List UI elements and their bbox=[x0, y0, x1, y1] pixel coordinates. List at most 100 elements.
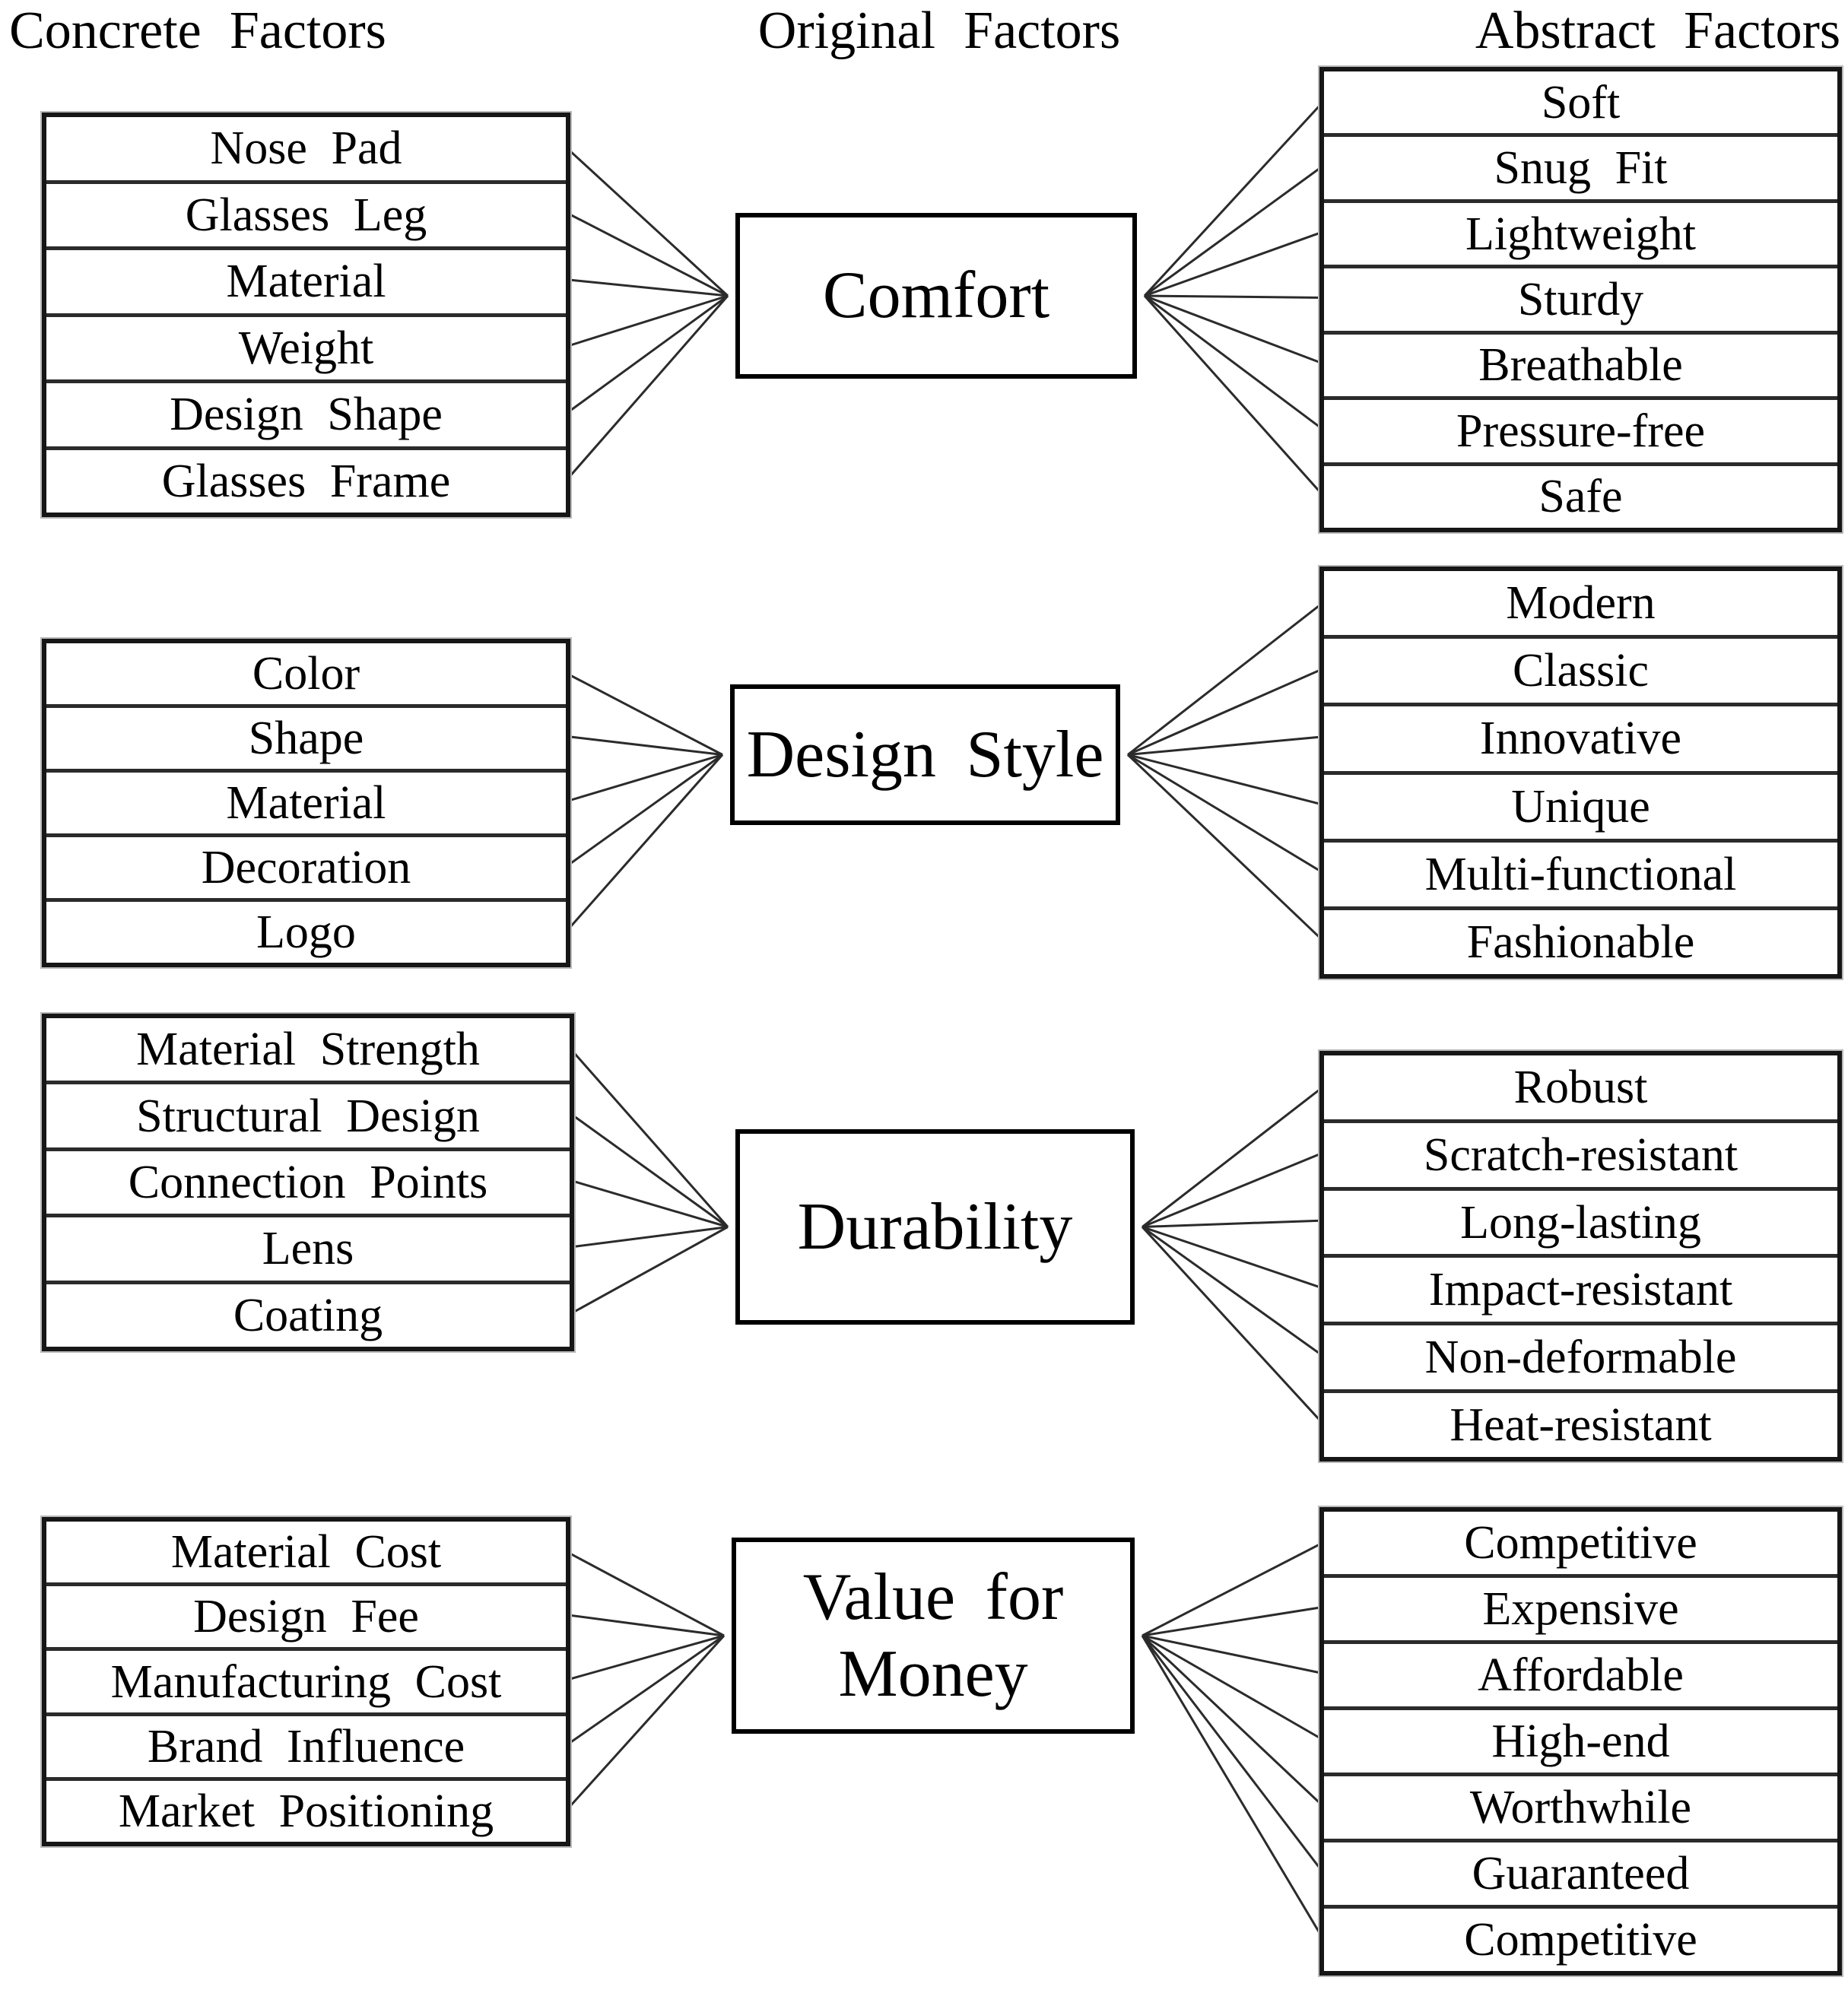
concrete-factor-cell: Manufacturing Cost bbox=[46, 1647, 566, 1712]
abstract-factor-cell: Safe bbox=[1324, 462, 1837, 528]
abstract-factor-cell: Sturdy bbox=[1324, 265, 1837, 330]
abstract-factors-table: Modern Classic Innovative Unique Multi-f… bbox=[1319, 567, 1842, 979]
abstract-factor-cell: Fashionable bbox=[1324, 906, 1837, 974]
original-factor-label: Value for Money bbox=[802, 1560, 1064, 1711]
connector-line bbox=[1143, 295, 1324, 496]
connector-line bbox=[1127, 735, 1323, 756]
connector-line bbox=[566, 295, 729, 481]
connector-line bbox=[1142, 1634, 1323, 1674]
connector-line bbox=[567, 754, 723, 802]
concrete-factor-cell: Coating bbox=[46, 1280, 570, 1347]
connector-line bbox=[567, 1634, 725, 1681]
original-factor-box: Value for Money bbox=[732, 1538, 1135, 1734]
concrete-factor-cell: Lens bbox=[46, 1214, 570, 1280]
abstract-factor-cell: High-end bbox=[1324, 1706, 1837, 1773]
abstract-factor-cell: Pressure-free bbox=[1324, 396, 1837, 462]
connector-line bbox=[1144, 230, 1323, 297]
connector-line bbox=[570, 1112, 729, 1228]
concrete-factor-cell: Market Positioning bbox=[46, 1776, 566, 1842]
abstract-factor-cell: Heat-resistant bbox=[1324, 1389, 1837, 1457]
abstract-factor-cell: Snug Fit bbox=[1324, 133, 1837, 198]
concrete-factor-cell: Glasses Frame bbox=[46, 446, 566, 513]
abstract-factor-cell: Breathable bbox=[1324, 330, 1837, 396]
connector-line bbox=[1141, 1635, 1324, 1873]
concrete-factor-cell: Shape bbox=[46, 704, 566, 769]
concrete-factor-cell: Structural Design bbox=[46, 1081, 570, 1147]
concrete-factor-cell: Material bbox=[46, 769, 566, 833]
connector-line bbox=[570, 1179, 729, 1228]
abstract-factor-cell: Robust bbox=[1513, 1061, 1648, 1113]
connector-line bbox=[567, 294, 729, 414]
concrete-factor-cell: Color bbox=[252, 648, 360, 700]
connector-line bbox=[566, 148, 729, 297]
concrete-factor-cell: Design Fee bbox=[46, 1582, 566, 1647]
original-factor-label: Durability bbox=[797, 1189, 1073, 1264]
original-factor-box: Design Style bbox=[730, 684, 1120, 825]
connector-line bbox=[1127, 754, 1323, 874]
abstract-factor-cell: Affordable bbox=[1324, 1640, 1837, 1706]
concrete-factors-header: Concrete Factors bbox=[9, 2, 386, 60]
concrete-factor-cell: Material Cost bbox=[170, 1526, 442, 1579]
original-factor-box: Durability bbox=[735, 1129, 1135, 1325]
abstract-factor-cell: Multi-functional bbox=[1324, 838, 1837, 906]
connector-line bbox=[570, 1049, 729, 1228]
connector-line bbox=[1141, 1634, 1324, 1807]
connector-line bbox=[566, 1634, 726, 1811]
connector-line bbox=[1127, 754, 1323, 806]
abstract-factor-cell: Unique bbox=[1324, 770, 1837, 839]
connector-line bbox=[1141, 1226, 1324, 1424]
abstract-factor-cell: Worthwhile bbox=[1324, 1773, 1837, 1839]
abstract-factor-cell: Lightweight bbox=[1324, 198, 1837, 265]
abstract-factors-table: Robust Scratch-resistant Long-lasting Im… bbox=[1319, 1051, 1842, 1462]
connector-line bbox=[570, 1226, 729, 1315]
abstract-factors-table: Soft Snug Fit Lightweight Sturdy Breatha… bbox=[1319, 67, 1842, 532]
concrete-factor-cell: Glasses Leg bbox=[46, 179, 566, 247]
abstract-factor-cell: Guaranteed bbox=[1324, 1839, 1837, 1905]
abstract-factor-cell: Competitive bbox=[1324, 1905, 1837, 1971]
connector-line bbox=[567, 278, 729, 297]
abstract-factor-cell: Competitive bbox=[1464, 1517, 1697, 1569]
abstract-factor-cell: Scratch-resistant bbox=[1324, 1119, 1837, 1187]
abstract-factor-cell: Classic bbox=[1324, 635, 1837, 703]
abstract-factor-cell: Impact-resistant bbox=[1324, 1254, 1837, 1322]
abstract-factor-cell: Long-lasting bbox=[1324, 1186, 1837, 1255]
connector-line bbox=[1127, 668, 1323, 756]
connector-line bbox=[1141, 1635, 1324, 1939]
connector-line bbox=[1126, 754, 1324, 941]
connector-line bbox=[570, 1226, 729, 1249]
concrete-factor-cell: Material bbox=[46, 246, 566, 313]
concrete-factor-cell: Brand Influence bbox=[46, 1712, 566, 1777]
original-factor-label: Comfort bbox=[822, 259, 1050, 333]
connector-line bbox=[1144, 165, 1323, 297]
connector-line bbox=[567, 1634, 725, 1746]
connector-line bbox=[1142, 1541, 1323, 1637]
connector-line bbox=[567, 754, 723, 867]
concrete-factor-cell: Logo bbox=[46, 898, 566, 963]
abstract-factor-cell: Innovative bbox=[1324, 703, 1837, 770]
connector-line bbox=[1142, 1086, 1323, 1228]
abstract-factor-cell: Soft bbox=[1541, 76, 1621, 129]
connector-line bbox=[567, 735, 723, 756]
connector-line bbox=[567, 1614, 725, 1637]
connector-line bbox=[1144, 294, 1323, 365]
connector-line bbox=[1142, 1151, 1323, 1228]
connector-line bbox=[1143, 101, 1324, 297]
connector-line bbox=[567, 672, 723, 756]
concrete-factor-cell: Decoration bbox=[46, 833, 566, 898]
connector-line bbox=[567, 211, 729, 297]
original-factor-label: Design Style bbox=[746, 717, 1104, 792]
abstract-factor-cell: Expensive bbox=[1324, 1574, 1837, 1640]
connector-line bbox=[1142, 1219, 1323, 1228]
connector-line bbox=[567, 1550, 725, 1637]
original-factors-header: Original Factors bbox=[757, 2, 1121, 60]
connector-line bbox=[1142, 1634, 1323, 1741]
abstract-factors-header: Abstract Factors bbox=[1475, 2, 1841, 60]
connector-line bbox=[1144, 294, 1323, 299]
concrete-factor-cell: Nose Pad bbox=[210, 122, 402, 175]
connector-line bbox=[1142, 1226, 1323, 1290]
concrete-factors-table: Color Shape Material Decoration Logo bbox=[42, 639, 570, 967]
connector-line bbox=[1144, 294, 1323, 430]
abstract-factor-cell: Non-deformable bbox=[1324, 1322, 1837, 1389]
abstract-factor-cell: Modern bbox=[1506, 577, 1656, 630]
connector-line bbox=[566, 754, 724, 932]
